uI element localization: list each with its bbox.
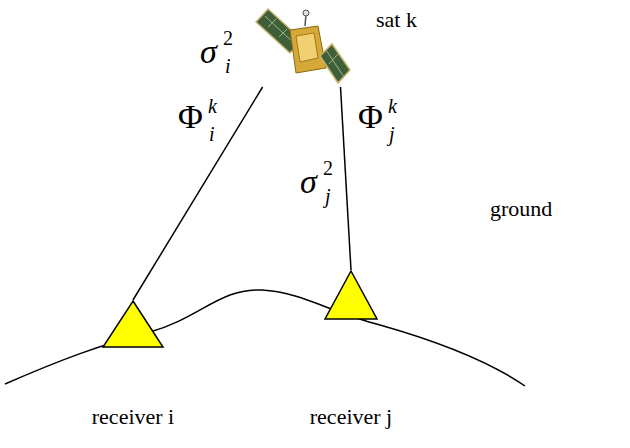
- receiver-node: receiver j: [324, 270, 378, 320]
- receiver-triangle-shape: [325, 271, 377, 319]
- signal-line: [133, 87, 263, 300]
- receiver-triangle-shape: [103, 301, 163, 347]
- receiver-index: j: [389, 124, 395, 144]
- satellite-index: k: [208, 96, 217, 116]
- receiver-node: receiver i: [102, 300, 164, 348]
- variance-power: 2: [323, 158, 333, 178]
- satellite-picture: [256, 9, 350, 83]
- receiver-triangle: [102, 300, 164, 348]
- variance-symbol: σ: [200, 35, 217, 69]
- receiver-triangle: [324, 270, 378, 320]
- receiver-index: j: [325, 186, 331, 206]
- phase-symbol: Φ: [358, 100, 383, 134]
- receiver-index: i: [225, 56, 231, 76]
- receiver-index: i: [209, 124, 215, 144]
- ground-label: ground: [490, 198, 552, 220]
- signal-line: [341, 87, 352, 270]
- satellite-index: k: [388, 96, 397, 116]
- variance-power: 2: [223, 28, 233, 48]
- ground-line: [5, 290, 525, 386]
- node-label: sat k: [376, 8, 417, 32]
- node-label: receiver i: [92, 405, 174, 429]
- satellite-node: sat k: [255, 5, 350, 87]
- phase-symbol: Φ: [178, 100, 203, 134]
- variance-symbol: σ: [300, 165, 317, 199]
- node-label: receiver j: [310, 405, 392, 429]
